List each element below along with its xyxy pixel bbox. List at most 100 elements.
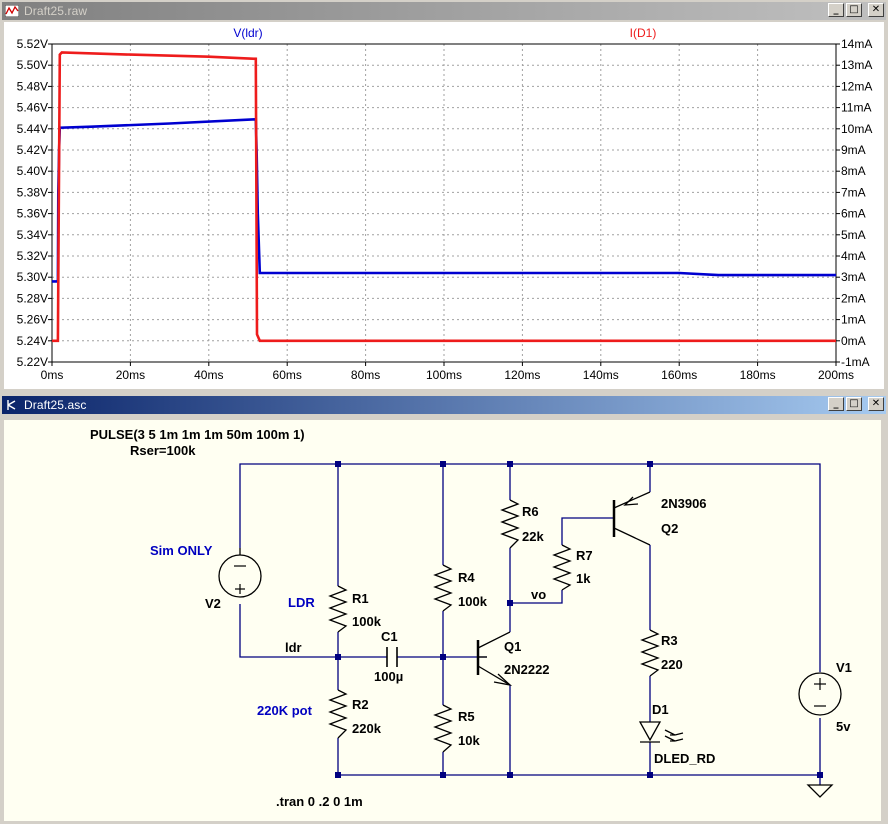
y-right-tick-label: 2mA — [841, 291, 866, 305]
trace-id1[interactable] — [52, 51, 836, 343]
schematic-icon — [4, 397, 20, 413]
trace-label-i-d1[interactable]: I(D1) — [630, 26, 657, 40]
net-ldr[interactable]: ldr — [285, 640, 302, 655]
q2-model[interactable]: 2N3906 — [661, 496, 707, 511]
minimize-button[interactable]: _ — [828, 3, 844, 17]
c1-name[interactable]: C1 — [381, 629, 398, 644]
x-tick-label: 60ms — [273, 368, 302, 382]
d1-name[interactable]: D1 — [652, 702, 669, 717]
close-button[interactable]: ✕ — [868, 3, 884, 17]
x-tick-label: 120ms — [504, 368, 540, 382]
r1-value[interactable]: 100k — [352, 614, 382, 629]
waveform-icon — [4, 3, 20, 19]
y-right-tick-label: 5mA — [841, 228, 866, 242]
q2-name[interactable]: Q2 — [661, 521, 678, 536]
y-right-tick-label: 9mA — [841, 143, 866, 157]
r6-name[interactable]: R6 — [522, 504, 539, 519]
restore-button[interactable]: □ — [846, 3, 862, 17]
y-right-tick-label: 1mA — [841, 313, 866, 327]
d1-symbol — [638, 721, 684, 743]
y-left-tick-label: 5.24V — [17, 334, 48, 348]
r4-name[interactable]: R4 — [458, 570, 475, 585]
y-right-tick-label: 6mA — [841, 207, 866, 221]
plot-traces — [52, 51, 836, 343]
v1-name[interactable]: V1 — [836, 660, 852, 675]
x-tick-label: 100ms — [426, 368, 462, 382]
y-right-tick-label: 13mA — [841, 58, 872, 72]
y-left-tick-label: 5.22V — [17, 355, 48, 369]
r3-symbol — [640, 629, 660, 677]
r5-name[interactable]: R5 — [458, 709, 475, 724]
net-vo[interactable]: vo — [531, 587, 546, 602]
r7-value[interactable]: 1k — [576, 571, 591, 586]
r1-name[interactable]: R1 — [352, 591, 369, 606]
q1-name[interactable]: Q1 — [504, 639, 521, 654]
y-right-tick-label: -1mA — [841, 355, 870, 369]
c1-value[interactable]: 100µ — [374, 669, 403, 684]
x-tick-label: 200ms — [818, 368, 854, 382]
v1-value[interactable]: 5v — [836, 719, 851, 734]
directive-tran[interactable]: .tran 0 .2 0 1m — [276, 794, 363, 809]
q2-symbol — [612, 491, 651, 546]
schematic-window-title: Draft25.asc — [24, 398, 87, 412]
r7-name[interactable]: R7 — [576, 548, 593, 563]
r1-symbol — [328, 585, 348, 633]
r1-comment[interactable]: LDR — [288, 595, 315, 610]
directive-rser[interactable]: Rser=100k — [130, 443, 196, 458]
y-right-tick-label: 8mA — [841, 164, 866, 178]
x-tick-label: 0ms — [41, 368, 64, 382]
junction-dots — [335, 461, 823, 778]
x-tick-label: 40ms — [194, 368, 223, 382]
plot-window-title: Draft25.raw — [24, 4, 88, 18]
plot-grid — [52, 44, 836, 362]
q1-symbol — [476, 631, 513, 687]
schematic-window-titlebar[interactable]: Draft25.asc _ □ ✕ — [2, 396, 886, 414]
y-left-tick-label: 5.48V — [17, 79, 48, 93]
y-left-tick-label: 5.34V — [17, 228, 48, 242]
r2-symbol — [328, 689, 348, 739]
y-left-tick-label: 5.50V — [17, 58, 48, 72]
y-left-tick-label: 5.46V — [17, 101, 48, 115]
directive-pulse[interactable]: PULSE(3 5 1m 1m 1m 50m 100m 1) — [90, 427, 305, 442]
r7-symbol — [552, 544, 572, 591]
schematic-drawing[interactable]: PULSE(3 5 1m 1m 1m 50m 100m 1) Rser=100k… — [4, 420, 881, 821]
v2-comment[interactable]: Sim ONLY — [150, 543, 213, 558]
r2-comment[interactable]: 220K pot — [257, 703, 313, 718]
c1-symbol — [386, 647, 398, 667]
restore-button[interactable]: □ — [846, 397, 862, 411]
y-right-tick-label: 4mA — [841, 249, 866, 263]
y-left-tick-label: 5.38V — [17, 185, 48, 199]
r4-value[interactable]: 100k — [458, 594, 488, 609]
r5-value[interactable]: 10k — [458, 733, 480, 748]
q1-model[interactable]: 2N2222 — [504, 662, 550, 677]
d1-model[interactable]: DLED_RD — [654, 751, 715, 766]
r4-symbol — [433, 564, 453, 612]
y-left-tick-label: 5.44V — [17, 122, 48, 136]
y-left-tick-label: 5.32V — [17, 249, 48, 263]
r6-value[interactable]: 22k — [522, 529, 544, 544]
trace-label-v-ldr[interactable]: V(ldr) — [233, 26, 262, 40]
x-tick-label: 180ms — [740, 368, 776, 382]
v2-name[interactable]: V2 — [205, 596, 221, 611]
y-left-tick-label: 5.42V — [17, 143, 48, 157]
schematic-window: Draft25.asc _ □ ✕ — [0, 394, 888, 824]
y-right-tick-label: 3mA — [841, 270, 866, 284]
close-button[interactable]: ✕ — [868, 397, 884, 411]
y-right-tick-label: 10mA — [841, 122, 872, 136]
r2-name[interactable]: R2 — [352, 697, 369, 712]
schematic-canvas[interactable]: PULSE(3 5 1m 1m 1m 50m 100m 1) Rser=100k… — [4, 420, 881, 821]
y-right-tick-label: 14mA — [841, 37, 872, 51]
x-tick-label: 80ms — [351, 368, 380, 382]
x-tick-label: 140ms — [583, 368, 619, 382]
y-right-tick-label: 0mA — [841, 334, 866, 348]
plot-window-titlebar[interactable]: Draft25.raw _ □ ✕ — [2, 2, 886, 20]
resistors — [328, 499, 660, 753]
minimize-button[interactable]: _ — [828, 397, 844, 411]
y-left-tick-label: 5.26V — [17, 313, 48, 327]
r2-value[interactable]: 220k — [352, 721, 382, 736]
r3-name[interactable]: R3 — [661, 633, 678, 648]
r3-value[interactable]: 220 — [661, 657, 683, 672]
